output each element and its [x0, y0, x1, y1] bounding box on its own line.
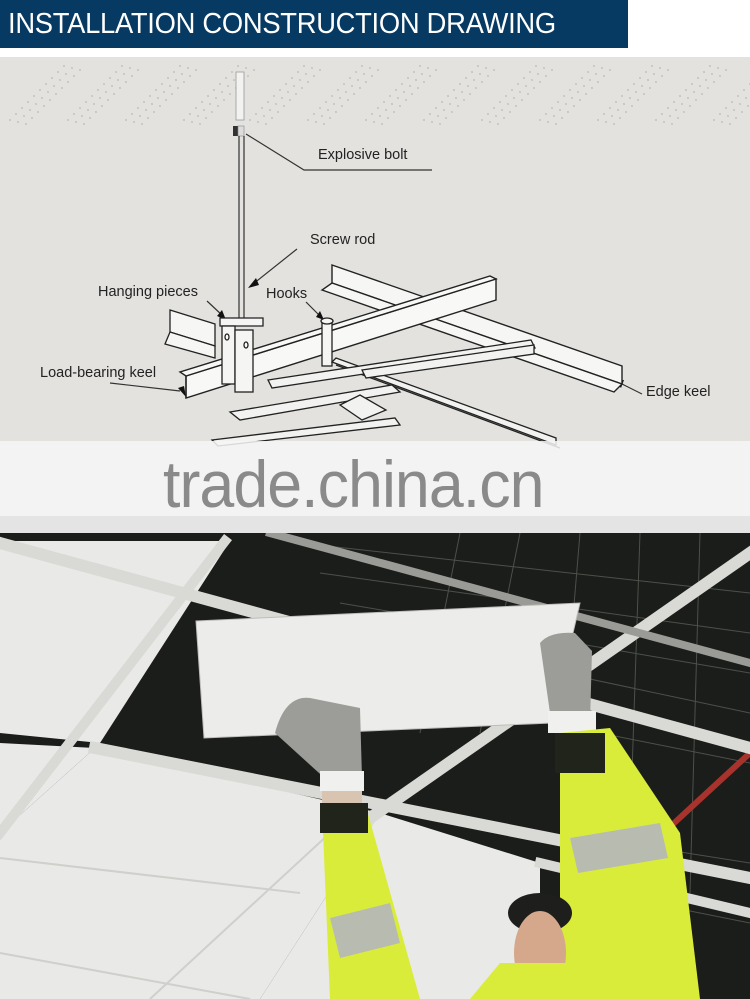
right-glove [540, 632, 596, 733]
header-bar: INSTALLATION CONSTRUCTION DRAWING [0, 0, 628, 48]
label-load-bearing-keel: Load-bearing keel [40, 365, 157, 381]
secondary-keel [164, 309, 216, 359]
tile-seams [0, 832, 331, 999]
load-bearing-keel [178, 275, 498, 399]
label-edge-keel: Edge keel [646, 384, 711, 400]
installation-photo [0, 533, 750, 999]
label-hooks: Hooks [266, 286, 308, 302]
screw-rod [233, 71, 245, 318]
page-title: INSTALLATION CONSTRUCTION DRAWING [8, 7, 556, 40]
worker-installing-tile-illustration [0, 533, 750, 999]
hi-vis-jacket [320, 728, 700, 999]
label-hanging-pieces: Hanging pieces [98, 284, 198, 300]
ceiling-tile [195, 602, 581, 739]
watermark-text: trade.china.cn [163, 447, 545, 521]
ceiling-texture [9, 65, 750, 125]
ceiling-grid-illustration [9, 65, 750, 449]
watermark-band [0, 441, 750, 516]
label-explosive-bolt: Explosive bolt [318, 147, 408, 163]
leader-lines [109, 133, 643, 395]
cross-keels [210, 339, 561, 449]
label-screw-rod: Screw rod [310, 232, 376, 248]
hanging-piece [219, 317, 264, 393]
watermark-band-lower [0, 516, 750, 533]
worker-head [470, 893, 600, 999]
hook [320, 317, 334, 367]
